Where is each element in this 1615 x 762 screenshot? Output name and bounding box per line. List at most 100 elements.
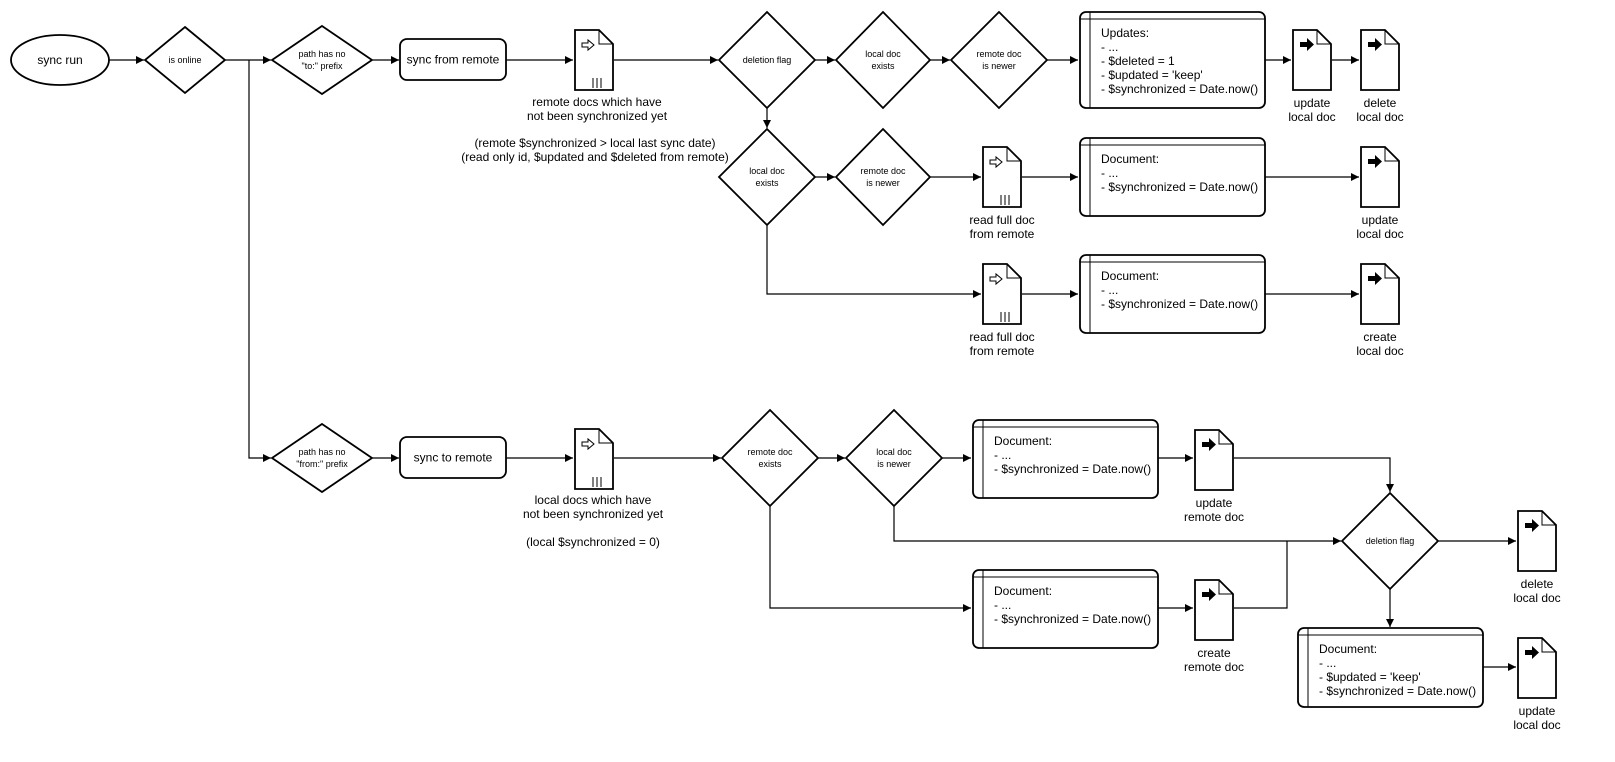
doc_box_bot1-line-2: - $synchronized = Date.now() — [994, 462, 1151, 476]
sync_to_remote-line-0: sync to remote — [414, 451, 493, 465]
read_full_doc_1-doc-icon — [982, 146, 1022, 208]
update_remote_doc-doc-icon — [1194, 429, 1234, 491]
local_docs_caption-line-1: not been synchronized yet — [523, 507, 664, 521]
updates_box-line-3: - $updated = 'keep' — [1101, 68, 1203, 82]
deletion_flag_bot-decision: deletion flag — [1340, 491, 1440, 591]
doc_box_bot2-line-1: - ... — [994, 598, 1011, 612]
doc_box_bot3-line-2: - $updated = 'keep' — [1319, 670, 1421, 684]
doc_box_mid-data-box: Document:- ...- $synchronized = Date.now… — [1079, 137, 1266, 217]
edge-localnewer-delflagbot — [893, 506, 1341, 545]
delete_local_doc_2-doc-icon — [1517, 510, 1557, 572]
local_doc_newer_bot-line-1: is newer — [877, 459, 911, 469]
read_full_doc_2-doc-icon — [982, 263, 1022, 325]
local_doc_newer_bot-decision: local doc is newer — [844, 408, 944, 508]
is_online-decision: is online — [143, 25, 227, 95]
updates_box-line-4: - $synchronized = Date.now() — [1101, 82, 1258, 96]
remote-docs-note: (remote $synchronized > local last sync … — [461, 136, 729, 164]
remote_docs_note-line-0: (remote $synchronized > local last sync … — [474, 136, 715, 150]
delete_local_doc_2-line-0: delete — [1521, 577, 1554, 591]
update_local_doc_1-line-0: update — [1294, 96, 1331, 110]
local_docs_caption-line-0: local docs which have — [535, 493, 652, 507]
update_local_doc_2-line-1: local doc — [1356, 227, 1403, 241]
remote_doc_newer_top-line-1: is newer — [982, 61, 1016, 71]
doc_box_mid-line-1: - ... — [1101, 166, 1118, 180]
update_local_doc_2-line-0: update — [1362, 213, 1399, 227]
create_remote_doc-line-0: create — [1197, 646, 1231, 660]
doc_box_bot1-line-1: - ... — [994, 448, 1011, 462]
local-docs-doc-icon — [574, 428, 614, 490]
local_doc_newer_bot-line-0: local doc — [876, 447, 912, 457]
doc_box_bot2-line-2: - $synchronized = Date.now() — [994, 612, 1151, 626]
edge-isonline-pathfrom — [248, 60, 271, 462]
doc_box_bot1-data-box: Document:- ...- $synchronized = Date.now… — [972, 419, 1159, 499]
path_no_from-decision: path has no "from:" prefix — [270, 422, 374, 494]
read_full_doc_2-line-0: read full doc — [969, 330, 1034, 344]
sync_to_remote-process: sync to remote — [399, 436, 507, 479]
is_online-line-0: is online — [168, 55, 201, 65]
updates_box-line-2: - $deleted = 1 — [1101, 54, 1175, 68]
doc_box_bot2-line-0: Document: — [994, 584, 1052, 598]
doc_box_bot1-line-0: Document: — [994, 434, 1052, 448]
edge-localexistsmid-readfull2 — [766, 225, 981, 298]
update_local_doc_3-line-0: update — [1519, 704, 1556, 718]
sync_run-line-0: sync run — [37, 53, 82, 67]
remote-docs-doc-icon — [574, 29, 614, 91]
sync_from_remote-line-0: sync from remote — [407, 53, 500, 67]
remote_doc_exists_bot-decision: remote doc exists — [720, 408, 820, 508]
remote_doc_exists_bot-line-1: exists — [758, 459, 782, 469]
remote_doc_newer_mid-line-0: remote doc — [860, 166, 906, 176]
path_no_from-line-1: "from:" prefix — [296, 459, 348, 469]
update_local_doc_3-line-1: local doc — [1513, 718, 1560, 732]
doc_box_bot3-line-1: - ... — [1319, 656, 1336, 670]
path_no_to-decision: path has no"to:" prefix — [270, 24, 374, 96]
update_remote_doc-line-0: update — [1196, 496, 1233, 510]
remote_doc_newer_mid-line-1: is newer — [866, 178, 900, 188]
local_docs_note-line-0: (local $synchronized = 0) — [526, 535, 660, 549]
local_doc_exists_mid-line-0: local doc — [749, 166, 785, 176]
create_remote_doc-doc-icon — [1194, 579, 1234, 641]
doc_box_bot3-line-0: Document: — [1319, 642, 1377, 656]
remote_doc_exists_bot-line-0: remote doc — [747, 447, 793, 457]
doc_box_bot3-line-3: - $synchronized = Date.now() — [1319, 684, 1476, 698]
doc_box_bot2-data-box: Document:- ...- $synchronized = Date.now… — [972, 569, 1159, 649]
doc_box_low-line-1: - ... — [1101, 283, 1118, 297]
deletion_flag_top-line-0: deletion flag — [743, 55, 792, 65]
local-docs-note: (local $synchronized = 0) — [526, 535, 660, 549]
updates_box-line-1: - ... — [1101, 40, 1118, 54]
update_local_doc_1-doc-icon — [1292, 29, 1332, 91]
path_no_to-line-1: "to:" prefix — [302, 61, 343, 71]
deletion_flag_bot-line-0: deletion flag — [1366, 536, 1415, 546]
remote_doc_newer_mid-decision: remote doc is newer — [834, 127, 932, 227]
doc_box_low-line-2: - $synchronized = Date.now() — [1101, 297, 1258, 311]
remote_docs_caption-line-0: remote docs which have — [532, 95, 662, 109]
create_remote_doc-line-1: remote doc — [1184, 660, 1244, 674]
updates_box-data-box: Updates:- ...- $deleted = 1- $updated = … — [1079, 11, 1266, 109]
delete_local_doc_2-line-1: local doc — [1513, 591, 1560, 605]
create_local_doc-line-0: create — [1363, 330, 1397, 344]
doc_box_low-data-box: Document:- ...- $synchronized = Date.now… — [1079, 254, 1266, 334]
doc_box_low-line-0: Document: — [1101, 269, 1159, 283]
local_doc_exists_top-line-0: local doc — [865, 49, 901, 59]
update_local_doc_1-line-1: local doc — [1288, 110, 1335, 124]
deletion_flag_top-decision: deletion flag — [717, 10, 817, 110]
edge-remoteexists-docbot2 — [769, 506, 971, 612]
sync_run-ellipse: sync run — [10, 34, 110, 86]
update_remote_doc-line-1: remote doc — [1184, 510, 1244, 524]
path_no_from-line-0: path has no — [298, 447, 345, 457]
sync_from_remote-process: sync from remote — [399, 38, 507, 81]
